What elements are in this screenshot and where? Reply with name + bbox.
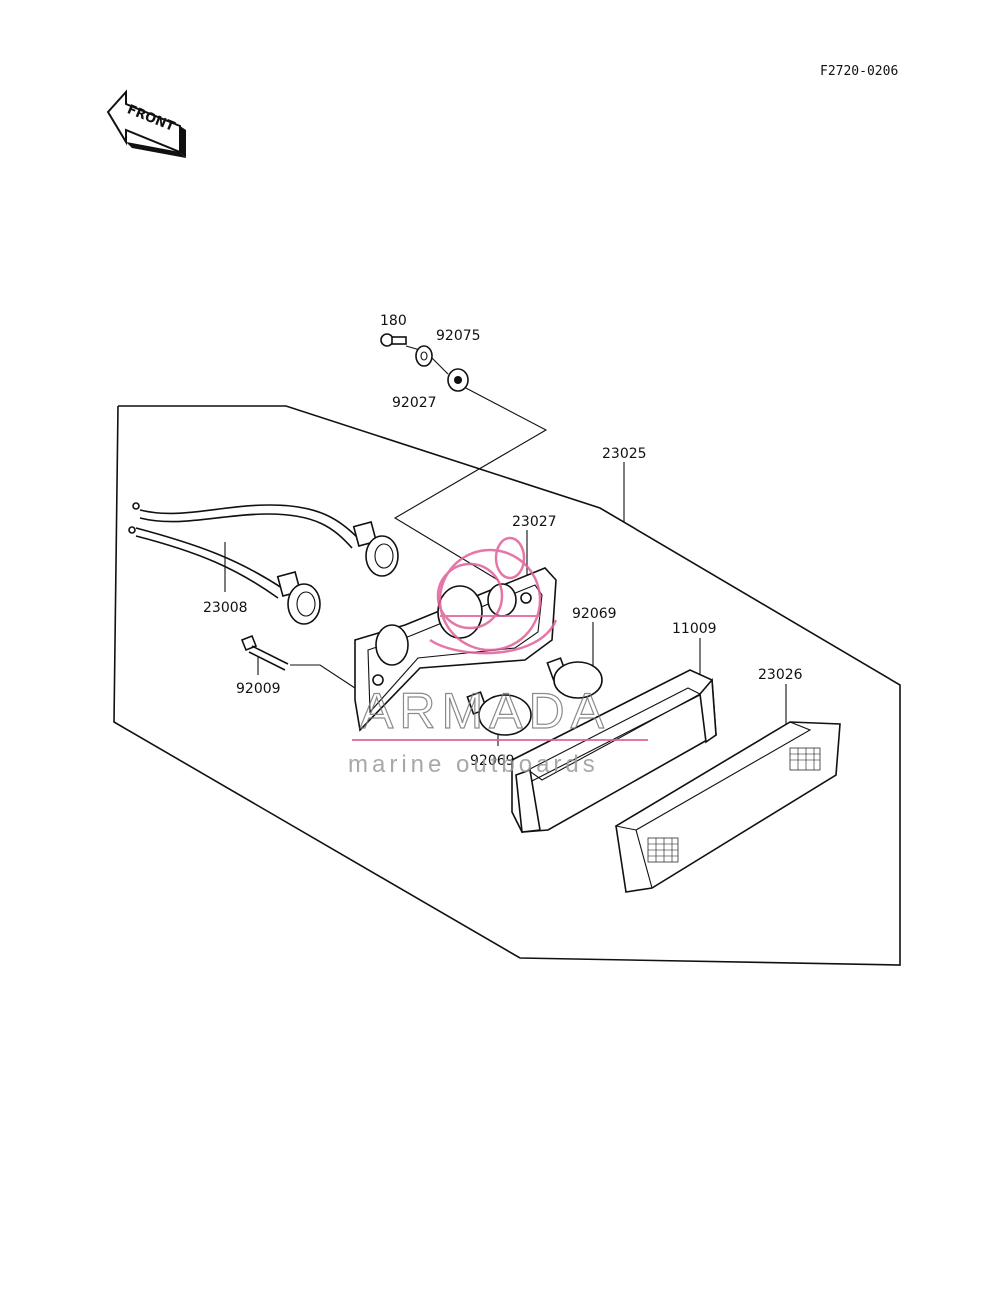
callout-11009: 11009 xyxy=(672,621,717,637)
gasket-11009-icon xyxy=(511,669,717,833)
watermark-logo-icon xyxy=(429,536,558,655)
callout-92069-right: 92069 xyxy=(572,606,617,622)
assembly-boundary xyxy=(113,405,901,966)
callout-23025: 23025 xyxy=(602,446,647,462)
watermark-tagline: marine outboards xyxy=(348,751,599,778)
bulb-92069-lower-icon xyxy=(466,691,532,736)
watermark: ARMADA marine outboards xyxy=(348,536,648,778)
grommet-92075-icon xyxy=(447,368,469,392)
screw-180-icon xyxy=(380,333,407,347)
callout-92069-lower: 92069 xyxy=(470,753,515,769)
lens-23026-icon xyxy=(614,721,841,893)
callout-92027: 92027 xyxy=(392,395,437,411)
leader-lines xyxy=(224,345,787,746)
callout-23026: 23026 xyxy=(758,667,803,683)
bolt-92009-icon xyxy=(240,634,289,671)
washer-92027-icon xyxy=(415,345,433,367)
wire-harness-23008-icon xyxy=(128,502,399,625)
front-arrow-icon: FRONT xyxy=(106,89,186,158)
callout-180: 180 xyxy=(380,313,407,329)
callout-23008: 23008 xyxy=(203,600,248,616)
watermark-brand: ARMADA xyxy=(360,683,610,739)
diagram-code: F2720-0206 xyxy=(820,64,898,79)
lens-grid-icon xyxy=(647,747,821,863)
callout-92075: 92075 xyxy=(436,328,481,344)
callout-23027: 23027 xyxy=(512,514,557,530)
callout-92009: 92009 xyxy=(236,681,281,697)
bulb-92069-right-icon xyxy=(546,657,603,699)
